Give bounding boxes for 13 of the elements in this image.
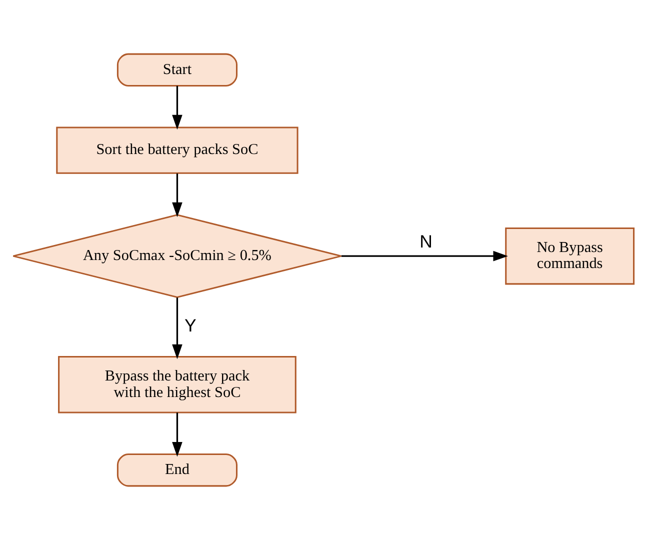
- arrow: [172, 172, 182, 217]
- node-box: No Bypass commands: [505, 226, 635, 284]
- arrow: [172, 412, 182, 456]
- node-diamond: Any SoCmax -SoCmin ≥ 0.5%: [12, 214, 342, 298]
- edge-label: Y: [184, 315, 196, 336]
- node-box: Start: [116, 52, 238, 86]
- node-box: Sort the battery packs SoC: [56, 126, 298, 174]
- arrow: [172, 85, 182, 130]
- edge-label: N: [420, 230, 432, 251]
- arrow: [172, 297, 182, 359]
- arrow: [341, 250, 508, 261]
- node-box: End: [116, 453, 238, 486]
- node-box: Bypass the battery pack with the highest SoC: [58, 356, 296, 413]
